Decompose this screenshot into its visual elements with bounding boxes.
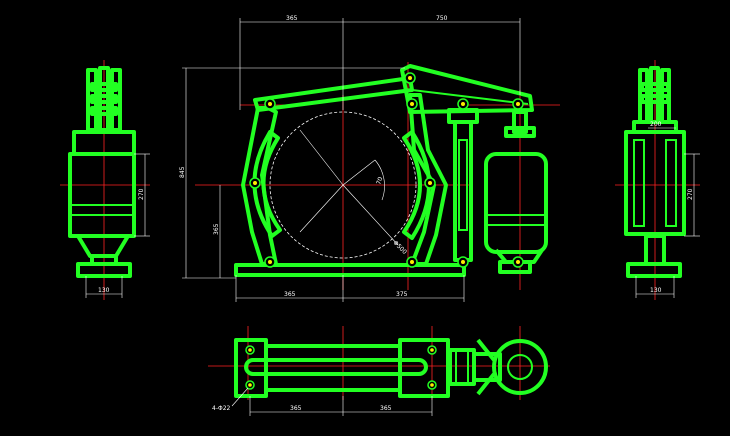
left-view-body	[68, 152, 136, 238]
dim-right-view-inner-width: 200	[650, 121, 662, 128]
base-plate	[234, 263, 466, 277]
dim-axis-height: 365	[213, 223, 220, 235]
right-side-view: 200 270 130	[615, 60, 700, 300]
dim-left-view-height: 270	[138, 188, 145, 200]
left-brake-shoe	[252, 130, 282, 238]
plan-frame	[264, 344, 402, 392]
left-side-view: 270 130	[60, 60, 150, 300]
dim-left-view-width: 130	[98, 287, 110, 294]
dim-plan-left: 365	[290, 405, 302, 412]
brake-drum	[269, 111, 417, 259]
dim-bottom-left: 365	[284, 291, 296, 298]
dim-drum-diameter: Φ500	[392, 239, 409, 256]
plan-view: 365 365 4-Φ22	[208, 326, 550, 416]
plan-thruster-head	[492, 339, 548, 395]
front-view: 365 750 845 365 365 375 70 Φ500	[179, 15, 560, 302]
dim-bottom-right: 375	[396, 291, 408, 298]
right-brake-shoe	[402, 130, 431, 240]
dim-angle: 70	[375, 176, 384, 186]
spring-column	[453, 120, 473, 262]
dim-plan-right: 365	[380, 405, 392, 412]
dim-top-right: 750	[436, 15, 448, 22]
dim-mount-holes: 4-Φ22	[212, 405, 231, 412]
dim-right-view-height: 270	[687, 188, 694, 200]
dim-top-left: 365	[286, 15, 298, 22]
dim-right-view-width: 130	[650, 287, 662, 294]
dim-overall-height: 845	[179, 166, 186, 178]
hydraulic-thruster	[484, 110, 548, 274]
